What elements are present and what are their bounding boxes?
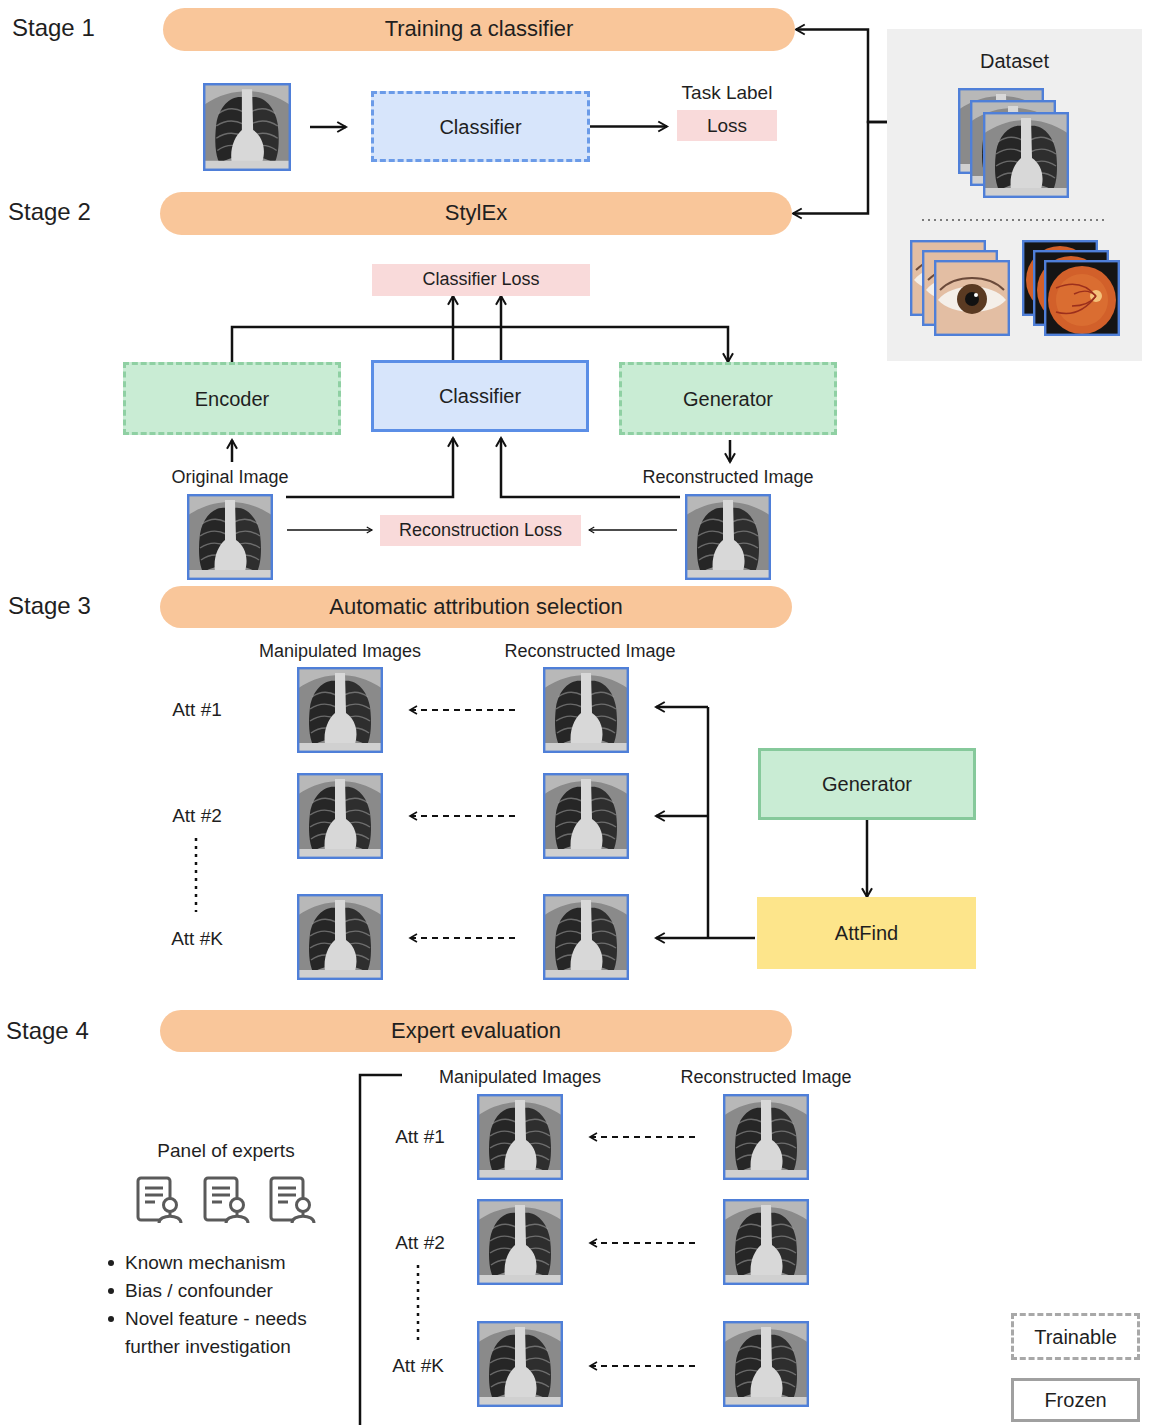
xray-images bbox=[187, 83, 809, 1407]
attribute-label: Att #K bbox=[392, 1355, 444, 1378]
image-caption: Reconstructed Image bbox=[642, 467, 813, 489]
dataset-eye-stack bbox=[910, 240, 1010, 336]
node-label: Classifier bbox=[439, 115, 521, 139]
attfind-box: AttFind bbox=[757, 897, 976, 969]
node-label: Encoder bbox=[195, 387, 270, 411]
attribute-label: Att #1 bbox=[172, 699, 222, 722]
connector-arrow bbox=[232, 327, 728, 362]
attribute-label: Att #2 bbox=[172, 805, 222, 828]
loss-box: Classifier Loss bbox=[372, 264, 590, 296]
generator-box: Generator bbox=[619, 362, 837, 435]
node-label: Generator bbox=[683, 387, 773, 411]
stage-band: Expert evaluation bbox=[160, 1010, 792, 1052]
stage-band: Automatic attribution selection bbox=[160, 586, 792, 628]
legend-label: Frozen bbox=[1044, 1388, 1106, 1412]
node-label: Reconstruction Loss bbox=[399, 520, 562, 542]
legend-label: Trainable bbox=[1034, 1325, 1117, 1349]
column-heading: Manipulated Images bbox=[439, 1067, 601, 1089]
node-label: Classifier Loss bbox=[422, 269, 539, 291]
attfind-branches bbox=[656, 707, 755, 938]
dataset-divider bbox=[922, 219, 1107, 221]
legend-sample: Frozen bbox=[1011, 1378, 1140, 1422]
node-label: Training a classifier bbox=[385, 16, 574, 42]
loss-node: Task LabelLoss bbox=[667, 82, 787, 146]
connector-arrow bbox=[796, 30, 887, 123]
panel-heading: Panel of experts bbox=[157, 1140, 294, 1163]
legend-sample: Trainable bbox=[1011, 1313, 1140, 1360]
loss-box: Reconstruction Loss bbox=[380, 515, 581, 546]
bullet-item: Bias / confounder bbox=[125, 1280, 273, 1303]
classifier-box: Classifier bbox=[371, 360, 589, 432]
flow-arrows bbox=[232, 127, 730, 497]
node-label: Dataset bbox=[980, 49, 1049, 73]
stage-band: Training a classifier bbox=[163, 8, 795, 51]
dataset-xray-stack bbox=[958, 88, 1069, 198]
node-label: StylEx bbox=[445, 200, 507, 226]
connector-arrow bbox=[793, 122, 887, 214]
column-heading: Reconstructed Image bbox=[680, 1067, 851, 1089]
dataset-retina-stack bbox=[1022, 240, 1120, 336]
node-label: AttFind bbox=[835, 921, 898, 945]
stage-label: Stage 3 bbox=[8, 592, 91, 621]
stage-label: Stage 1 bbox=[12, 14, 95, 43]
attribute-label: Att #2 bbox=[395, 1232, 445, 1255]
node-label: Generator bbox=[822, 772, 912, 796]
column-heading: Manipulated Images bbox=[259, 641, 421, 663]
connector-arrow bbox=[866, 820, 869, 897]
node-label: Loss bbox=[677, 110, 777, 141]
dataset-panel: Dataset bbox=[887, 29, 1142, 361]
bullet-item: Novel feature - needs further investigat… bbox=[125, 1305, 353, 1361]
bullet-dots bbox=[108, 1260, 114, 1322]
node-label: Automatic attribution selection bbox=[329, 594, 623, 620]
connector-arrow bbox=[590, 125, 667, 128]
stage-label: Stage 2 bbox=[8, 198, 91, 227]
generator-box: Generator bbox=[758, 748, 976, 820]
attribute-label: Att #1 bbox=[395, 1126, 445, 1149]
stage-label: Stage 4 bbox=[6, 1017, 89, 1046]
heading-label: Task Label bbox=[682, 82, 773, 105]
image-caption: Original Image bbox=[171, 467, 288, 489]
attribute-label: Att #K bbox=[171, 928, 223, 951]
bullet-item: Known mechanism bbox=[125, 1252, 286, 1275]
node-label: Classifier bbox=[439, 384, 521, 408]
stage-band: StylEx bbox=[160, 192, 792, 235]
column-heading: Reconstructed Image bbox=[504, 641, 675, 663]
dataset-panel bbox=[887, 29, 1142, 361]
expert-icons bbox=[138, 1178, 314, 1223]
classifier-box: Classifier bbox=[371, 91, 590, 162]
encoder-box: Encoder bbox=[123, 362, 341, 435]
node-label: Expert evaluation bbox=[391, 1018, 561, 1044]
